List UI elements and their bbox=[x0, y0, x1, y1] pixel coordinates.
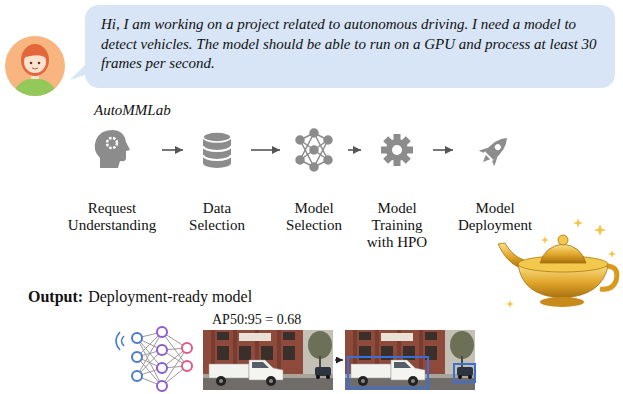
detection-photo bbox=[345, 330, 475, 390]
section-label: Output: bbox=[28, 287, 83, 306]
label-box: AP50:95 = 0.68 bbox=[212, 312, 301, 329]
pipeline-step: Request Understanding bbox=[64, 128, 160, 234]
step-label: Model Deployment bbox=[455, 200, 535, 234]
cloud-shape bbox=[18, 98, 558, 265]
flow-arrow bbox=[251, 149, 280, 151]
head-gear-icon bbox=[95, 130, 130, 168]
input-photo bbox=[203, 330, 333, 390]
step-label: Request Understanding bbox=[64, 200, 160, 234]
gear-icon bbox=[381, 134, 413, 166]
label-box: Output: bbox=[28, 287, 83, 306]
user-avatar bbox=[5, 36, 65, 100]
flow-arrow bbox=[162, 149, 183, 151]
flow-arrow bbox=[433, 149, 453, 151]
result-arrow bbox=[335, 359, 343, 361]
step-label: Model Training with HPO bbox=[363, 200, 431, 251]
model-icon bbox=[116, 327, 192, 391]
database-icon bbox=[203, 132, 231, 168]
pipeline-step: Model Deployment bbox=[455, 128, 535, 234]
pipeline-step: Data Selection bbox=[185, 128, 249, 234]
bounding-box bbox=[454, 364, 475, 382]
step-label: Data Selection bbox=[185, 200, 249, 234]
bounding-box bbox=[348, 357, 428, 388]
metric-label: AP50:95 = 0.68 bbox=[212, 312, 301, 329]
label-box: Deployment-ready model bbox=[88, 287, 252, 306]
pipeline-step: Model Training with HPO bbox=[363, 128, 431, 251]
rocket-icon bbox=[475, 130, 515, 170]
system-title: AutoMMLab bbox=[94, 101, 171, 119]
section-text: Deployment-ready model bbox=[88, 287, 252, 306]
flow-arrow bbox=[348, 149, 361, 151]
network-icon bbox=[296, 129, 332, 171]
pipeline-step: Model Selection bbox=[282, 128, 346, 234]
step-label: Model Selection bbox=[282, 200, 346, 234]
request-text: Hi, I am working on a project related to… bbox=[101, 15, 599, 74]
pipeline-cloud: AutoMMLabRequest Understanding Data Selec… bbox=[18, 98, 558, 265]
speech-bubble: Hi, I am working on a project related to… bbox=[85, 5, 615, 88]
